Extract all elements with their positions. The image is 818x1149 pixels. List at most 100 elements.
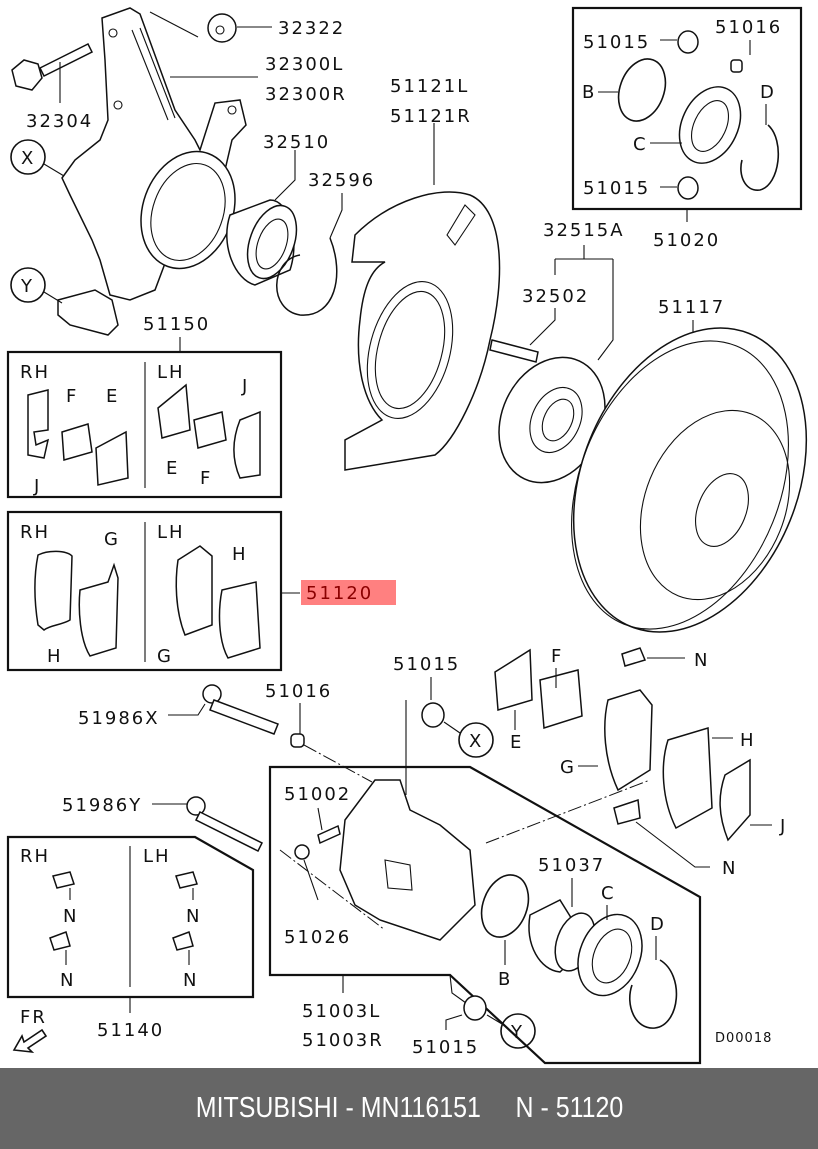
leader-line <box>635 821 710 868</box>
part-label-51140[interactable]: 51140 <box>97 1020 164 1041</box>
part-label-32300L[interactable]: 32300L <box>265 54 344 75</box>
exploded-shim-e[interactable] <box>494 648 533 711</box>
hub-bolt-32502[interactable] <box>489 339 539 363</box>
part-label-51121L[interactable]: 51121L <box>390 76 469 97</box>
part-label-32304[interactable]: 32304 <box>26 111 93 132</box>
clip-n-lh-2[interactable] <box>172 931 194 951</box>
shim-f-lh[interactable] <box>193 411 227 449</box>
kit-51020-c-label[interactable]: C <box>633 134 648 155</box>
part-label-51986X[interactable]: 51986X <box>78 708 160 729</box>
bleeder-screw-51002[interactable] <box>317 824 341 845</box>
part-label-51117[interactable]: 51117 <box>658 297 725 318</box>
kit-51020-b-label[interactable]: B <box>582 82 596 103</box>
kit-51150-lh-j: J <box>241 376 249 397</box>
boot-c-2-inner <box>591 928 633 984</box>
part-label-51003L[interactable]: 51003L <box>302 1001 381 1022</box>
exploded-shim-f[interactable] <box>539 669 583 729</box>
sleeve-51016-b[interactable] <box>290 733 305 748</box>
bolt-32304[interactable] <box>11 42 94 91</box>
shim-f-rh[interactable] <box>61 423 93 461</box>
kit-51120-lh-g: G <box>157 646 173 667</box>
wheel-hub-32515A[interactable] <box>479 340 625 500</box>
boot-c-inner <box>690 100 730 152</box>
part-label-32300R[interactable]: 32300R <box>265 84 347 105</box>
piston-seal-b-2[interactable] <box>473 868 536 943</box>
part-label-51026[interactable]: 51026 <box>284 927 351 948</box>
dust-shield-51121[interactable] <box>344 191 501 471</box>
kit-51120-lh-label: LH <box>157 522 185 543</box>
kit-51120-rh-label: RH <box>20 522 50 543</box>
brake-pad-g-rh[interactable] <box>78 562 119 657</box>
brake-pad-g-lh[interactable] <box>175 545 213 636</box>
clip-n-rh-1[interactable] <box>52 871 75 889</box>
sleeve-51016[interactable] <box>730 59 743 73</box>
front-indicator-label: FR <box>20 1007 47 1028</box>
steering-knuckle[interactable] <box>57 7 251 336</box>
callout-x-2-text: X <box>469 731 483 752</box>
part-label-51150[interactable]: 51150 <box>143 314 210 335</box>
piston-boot-51015-y[interactable] <box>463 995 487 1021</box>
piston-boot-51015[interactable] <box>677 30 699 54</box>
kit-51020-boot1-label[interactable]: 51015 <box>583 32 650 53</box>
part-label-51015-bottom[interactable]: 51015 <box>412 1037 479 1058</box>
part-label-51986Y[interactable]: 51986Y <box>62 795 142 816</box>
snap-ring-d[interactable] <box>740 124 780 191</box>
center-line <box>279 849 386 931</box>
brake-caliper-51003[interactable] <box>339 779 476 941</box>
footer-ref-prefix: N <box>515 1092 534 1124</box>
piston-seal-b[interactable] <box>610 52 673 127</box>
part-label-32502[interactable]: 32502 <box>522 286 589 307</box>
part-label-51015-mid[interactable]: 51015 <box>393 654 460 675</box>
shim-j-rh[interactable] <box>27 389 50 459</box>
shim-j-lh[interactable] <box>233 410 261 479</box>
kit-51140-rh-label: RH <box>20 846 50 867</box>
nut-32322[interactable] <box>207 13 237 43</box>
wheel-bearing-32510[interactable] <box>226 199 306 286</box>
diagram-code: D00018 <box>715 1031 772 1046</box>
slide-pin-51986Y[interactable] <box>186 796 264 853</box>
exploded-clip-n-bottom[interactable] <box>613 798 641 825</box>
exploded-pad-h[interactable] <box>662 727 713 830</box>
footer-ref-number: 51120 <box>555 1092 623 1124</box>
brake-pad-h-lh[interactable] <box>218 581 261 659</box>
bleeder-cap-51026[interactable] <box>294 844 310 860</box>
leader-line <box>168 703 206 716</box>
part-label-51003R[interactable]: 51003R <box>302 1030 384 1051</box>
exploded-clip-n-top[interactable] <box>621 647 647 667</box>
footer-text: MITSUBISHI - MN116151 N - 51120 <box>195 1092 622 1125</box>
snap-ring-d-2[interactable] <box>628 959 678 1029</box>
brake-rotor-51117[interactable] <box>531 293 818 667</box>
part-label-32322[interactable]: 32322 <box>278 18 345 39</box>
piston-boot-51015-x[interactable] <box>421 702 445 728</box>
exploded-shim-j[interactable] <box>719 758 751 842</box>
kit-51020-boot2-label[interactable]: 51015 <box>583 178 650 199</box>
part-label-51121R[interactable]: 51121R <box>390 106 472 127</box>
kit-box-51150 <box>6 350 283 499</box>
kit-51020-sleeve-label[interactable]: 51016 <box>715 17 782 38</box>
leader-line <box>449 974 467 1004</box>
clip-n-lh-1[interactable] <box>175 871 198 889</box>
exploded-f-label: F <box>551 646 563 667</box>
brake-pad-h-rh[interactable] <box>34 550 73 631</box>
part-label-51037[interactable]: 51037 <box>538 855 605 876</box>
kit-51020-d-label[interactable]: D <box>760 82 776 103</box>
part-label-51002[interactable]: 51002 <box>284 784 351 805</box>
shim-e-lh[interactable] <box>157 383 191 439</box>
leader-line <box>274 150 296 201</box>
shim-e-rh[interactable] <box>95 430 129 486</box>
clip-n-rh-2[interactable] <box>49 931 71 951</box>
part-label-32596[interactable]: 32596 <box>308 170 375 191</box>
callout-x-text: X <box>21 148 35 169</box>
boot-c[interactable] <box>668 77 753 173</box>
exploded-pad-g[interactable] <box>604 689 653 792</box>
piston-boot-51015-2[interactable] <box>677 176 699 200</box>
part-label-51016[interactable]: 51016 <box>265 681 332 702</box>
footer-sep-1: - <box>338 1092 361 1124</box>
snap-ring-32596[interactable] <box>276 237 338 316</box>
part-label-32515A[interactable]: 32515A <box>543 220 625 241</box>
part-label-51020[interactable]: 51020 <box>653 230 720 251</box>
callout-x: X <box>10 139 65 177</box>
slide-pin-51986X[interactable] <box>202 684 279 735</box>
part-label-51120-highlighted[interactable]: 51120 <box>306 583 373 604</box>
part-label-32510[interactable]: 32510 <box>263 132 330 153</box>
